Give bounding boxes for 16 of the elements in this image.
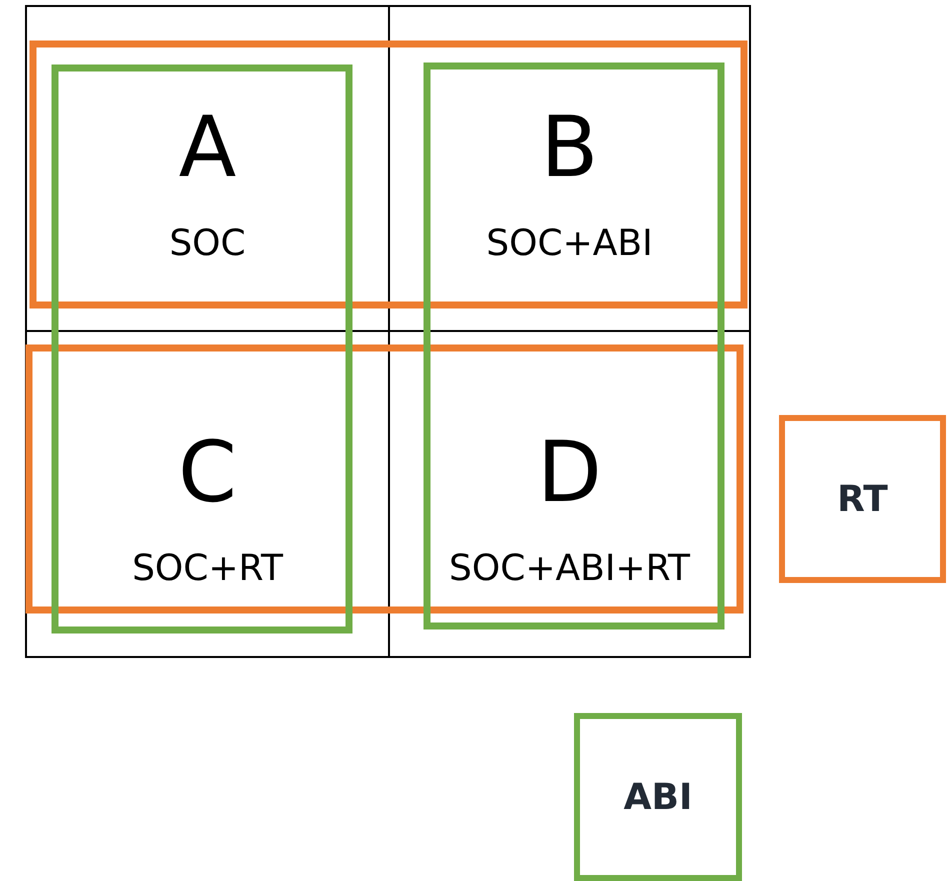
treatment-label: SOC+RT: [131, 549, 284, 589]
cell-letter: C: [177, 427, 238, 517]
table-cell: [388, 330, 751, 658]
factor-label: ABI: [624, 776, 692, 818]
factor-box: [574, 713, 742, 881]
cell-letter: B: [540, 102, 600, 192]
treatment-label: SOC: [168, 224, 247, 264]
table-cell: [388, 5, 751, 332]
cell-letter: D: [536, 427, 603, 517]
cell-letter: A: [178, 102, 238, 192]
factor-label: RT: [837, 478, 888, 520]
factor-box: [779, 415, 946, 583]
treatment-label: SOC+ABI: [485, 224, 654, 264]
table-cell: [25, 330, 390, 658]
table-cell: [25, 5, 390, 332]
treatment-label: SOC+ABI+RT: [448, 549, 692, 589]
